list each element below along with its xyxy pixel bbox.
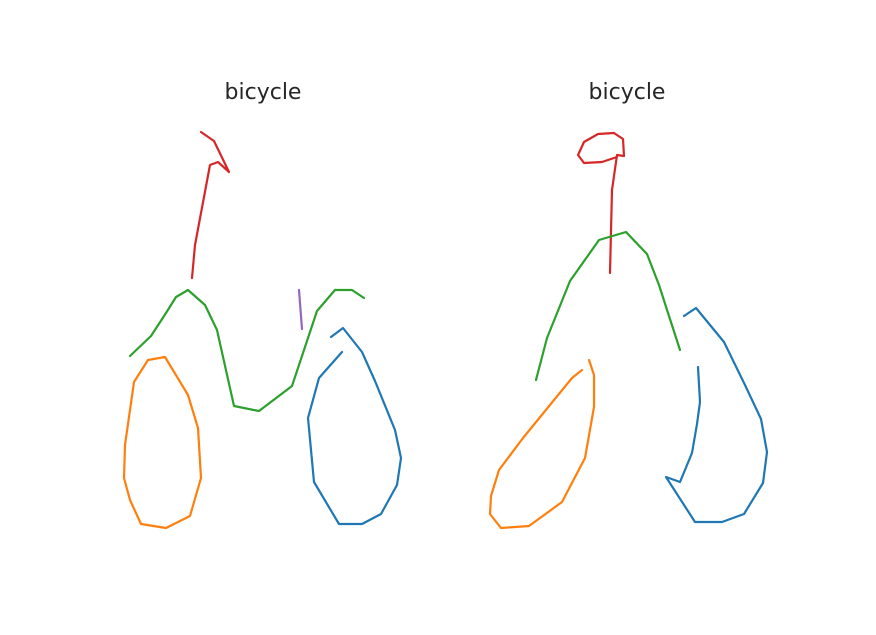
handlebar-stroke <box>190 130 231 280</box>
handlebar-stroke <box>576 131 626 275</box>
panel-title: bicycle <box>224 80 302 105</box>
front-wheel-stroke <box>664 306 769 524</box>
seat-stroke <box>297 288 304 331</box>
panel-title: bicycle <box>588 80 666 105</box>
front-wheel-stroke <box>306 326 403 526</box>
sketch-panel-left: bicycle <box>225 80 302 105</box>
back-wheel-stroke <box>122 355 203 530</box>
sketch-panel-right: bicycle <box>438 0 876 635</box>
bicycle-drawing-right <box>488 131 769 530</box>
frame-stroke <box>534 230 682 382</box>
back-wheel-stroke <box>488 358 596 530</box>
frame-stroke <box>128 288 366 413</box>
bicycle-drawing-left <box>122 130 403 530</box>
